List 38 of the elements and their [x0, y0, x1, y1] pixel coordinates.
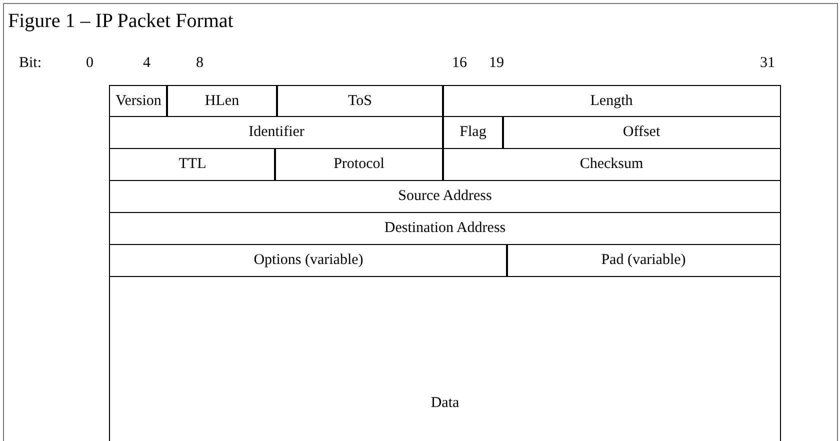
field-name: ToS [348, 92, 372, 110]
bit-number: 31 [760, 55, 775, 72]
bit-number: 8 [196, 55, 204, 72]
field-cell [442, 148, 781, 181]
field-cell [109, 244, 508, 277]
field-cell [109, 180, 781, 213]
field-cell [109, 276, 781, 441]
field-name: Version [116, 92, 162, 110]
field-cell [109, 148, 276, 181]
field-cell [109, 212, 781, 245]
field-name: Destination Address [384, 220, 506, 237]
bit-number: 0 [86, 55, 94, 72]
field-cell [276, 85, 444, 117]
field-cell [442, 85, 781, 117]
field-name: Offset [622, 124, 660, 141]
field-name: Length [590, 92, 633, 110]
bit-number: 16 [452, 55, 467, 72]
field-name: Flag [460, 124, 486, 141]
field-name: Protocol [334, 156, 384, 173]
field-cell [109, 85, 168, 117]
field-name: Source Address [398, 188, 492, 205]
field-name: Checksum [580, 156, 644, 173]
field-cell [442, 116, 504, 149]
field-name: Data [430, 395, 460, 412]
field-name: Identifier [248, 124, 304, 141]
field-cell [274, 148, 444, 181]
field-name: TTL [178, 156, 206, 173]
field-name: HLen [204, 92, 240, 110]
figure-title: Figure 1 – IP Packet Format [8, 10, 234, 33]
field-cell [506, 244, 781, 277]
bit-number: 19 [489, 55, 504, 72]
field-name: Pad (variable) [601, 252, 686, 269]
bit-number: 4 [143, 55, 150, 72]
field-cell [166, 85, 278, 117]
axis-label: Bit: [19, 55, 42, 72]
field-cell [109, 116, 444, 149]
field-name: Options (variable) [254, 252, 364, 269]
field-cell [502, 116, 781, 149]
